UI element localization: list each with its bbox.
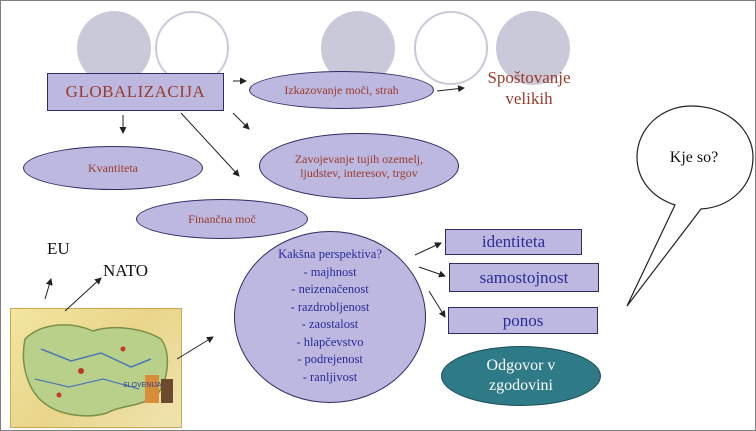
box-ponos: ponos <box>448 307 598 334</box>
oval-zavojevanje-line2: ljudstev, interesov, trgov <box>300 166 418 180</box>
box-identiteta: identiteta <box>445 229 582 255</box>
perspektiva-item: - ranljivost <box>302 369 358 384</box>
oval-odgovor-v-zgodovini: Odgovor v zgodovini <box>441 346 601 406</box>
speech-bubble-text: Kje so? <box>669 149 719 166</box>
map-figure <box>145 375 159 403</box>
arrow-to-samostojnost <box>418 266 446 278</box>
speech-bubble <box>626 105 754 307</box>
map-marker <box>78 368 84 374</box>
arrow-to-identiteta <box>414 242 442 256</box>
spostovanje-velikih-text: Spoštovanje velikih <box>469 67 589 109</box>
oval-kvantiteta: Kvantiteta <box>23 146 203 190</box>
odgovor-line1: Odgovor v <box>486 357 556 374</box>
arrow-map-to-eu <box>44 278 53 300</box>
label-eu: EU <box>47 239 70 258</box>
box-identiteta-label: identiteta <box>481 232 546 251</box>
box-samostojnost-label: samostojnost <box>479 267 569 287</box>
decorative-circle <box>414 11 488 85</box>
decorative-circle <box>496 11 570 85</box>
box-samostojnost: samostojnost <box>449 263 599 292</box>
perspektiva-item: - majhnost <box>303 264 357 279</box>
perspektiva-heading: Kakšna perspektiva? <box>278 247 382 261</box>
spostovanje-line2: velikih <box>505 89 553 108</box>
oval-izkazovanje-moci-label: Izkazovanje moči, strah <box>284 82 399 97</box>
oval-kvantiteta-label: Kvantiteta <box>88 160 138 175</box>
perspektiva-item: - zaostalost <box>301 317 359 331</box>
arrow-glob-to-financna <box>180 112 240 177</box>
slovenia-map-shape: SLOVENIJA <box>22 324 173 417</box>
perspektiva-item: - podrejenost <box>297 352 363 366</box>
map-river <box>40 348 152 368</box>
oval-financna-moc: Finančna moč <box>136 199 308 239</box>
decorative-circle <box>77 11 151 85</box>
label-nato: NATO <box>103 261 149 280</box>
map-label-slovenija: SLOVENIJA <box>123 382 162 389</box>
map-figure <box>161 379 173 403</box>
arrow-map-to-nato <box>64 277 102 312</box>
slovenia-map-image: SLOVENIJA <box>10 308 182 428</box>
globalizacija-label: GLOBALIZACIJA <box>65 82 206 101</box>
decorative-circle <box>155 11 229 85</box>
oval-perspektiva: Kakšna perspektiva? - majhnost - neizena… <box>234 231 426 403</box>
odgovor-line2: zgodovini <box>488 377 553 394</box>
arrow-moc-to-spostovanje <box>436 85 465 93</box>
spostovanje-line1: Spoštovanje <box>487 68 571 87</box>
oval-zavojevanje-line1: Zavojevanje tujih ozemelj, <box>294 151 424 166</box>
box-ponos-label: ponos <box>502 310 544 330</box>
map-river <box>34 378 140 390</box>
oval-financna-moc-label: Finančna moč <box>188 211 256 226</box>
perspektiva-item: - neizenačenost <box>291 282 369 296</box>
globalizacija-box: GLOBALIZACIJA <box>47 73 224 111</box>
arrow-map-to-perspektiva <box>176 336 214 360</box>
arrow-glob-to-zavojevanje <box>232 112 250 130</box>
oval-zavojevanje: Zavojevanje tujih ozemelj, ljudstev, int… <box>259 133 459 199</box>
perspektiva-item: - razdrobljenost <box>290 299 370 314</box>
arrow-to-ponos <box>428 290 446 318</box>
perspektiva-item: - hlapčevstvo <box>296 334 364 349</box>
map-marker <box>120 346 126 352</box>
map-marker <box>56 392 62 398</box>
oval-izkazovanje-moci: Izkazovanje moči, strah <box>249 71 434 109</box>
